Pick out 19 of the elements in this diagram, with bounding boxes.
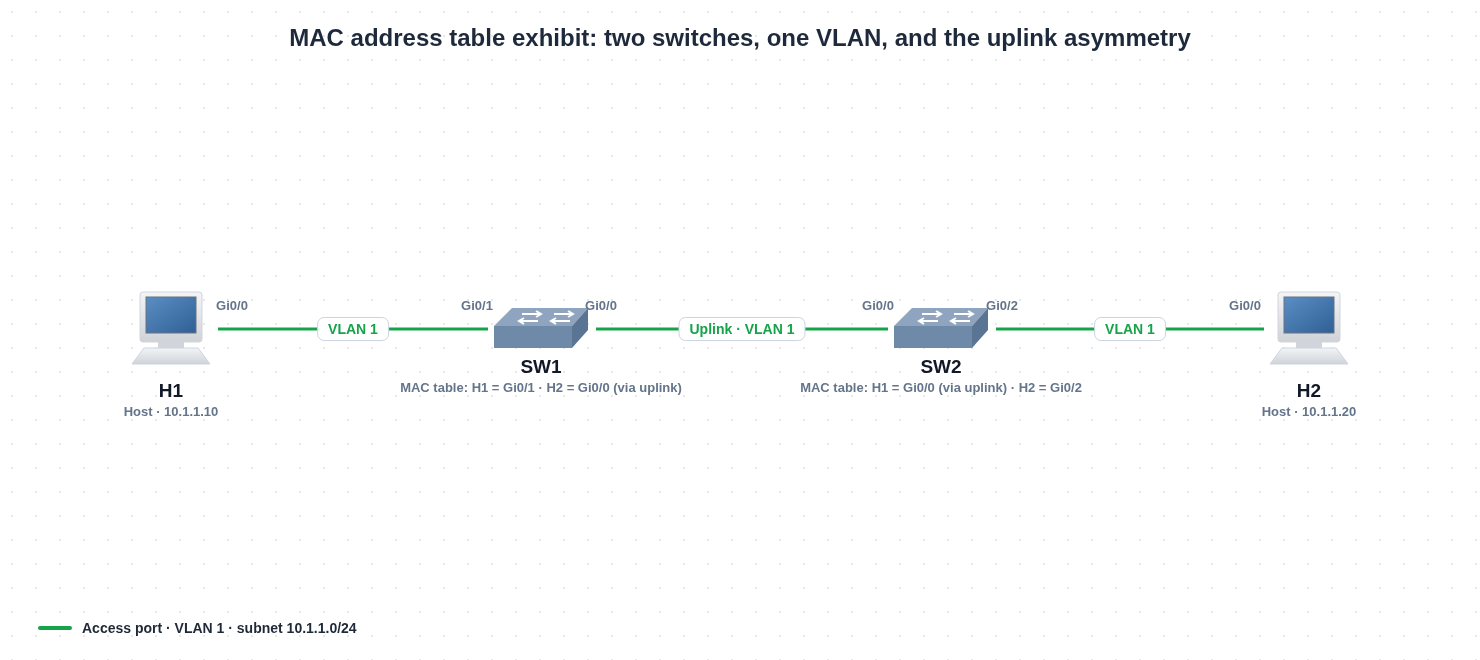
port-label: Gi0/1 (461, 298, 493, 313)
edge-label: VLAN 1 (1094, 317, 1166, 341)
port-label: Gi0/0 (862, 298, 894, 313)
device-name: SW2 (920, 356, 962, 378)
device-name: H2 (1296, 380, 1322, 402)
device-description: Host · 10.1.1.10 (123, 404, 219, 419)
port-label: Gi0/0 (585, 298, 617, 313)
diagram-title: MAC address table exhibit: two switches, one VLAN, and the uplink asymmetry (288, 24, 1192, 52)
edge-label: VLAN 1 (317, 317, 389, 341)
legend-text: Access port · VLAN 1 · subnet 10.1.1.0/24 (82, 620, 357, 636)
device-description: Host · 10.1.1.20 (1261, 404, 1357, 419)
port-label: Gi0/0 (1229, 298, 1261, 313)
device-name: H1 (158, 380, 184, 402)
port-label: Gi0/2 (986, 298, 1018, 313)
device-description: MAC table: H1 = Gi0/1 · H2 = Gi0/0 (via uplink) (400, 380, 682, 395)
device-description: MAC table: H1 = Gi0/0 (via uplink) · H2 = Gi0/2 (800, 380, 1082, 395)
port-label: Gi0/0 (216, 298, 248, 313)
device-name: SW1 (520, 356, 562, 378)
edge-label: Uplink · VLAN 1 (678, 317, 806, 341)
